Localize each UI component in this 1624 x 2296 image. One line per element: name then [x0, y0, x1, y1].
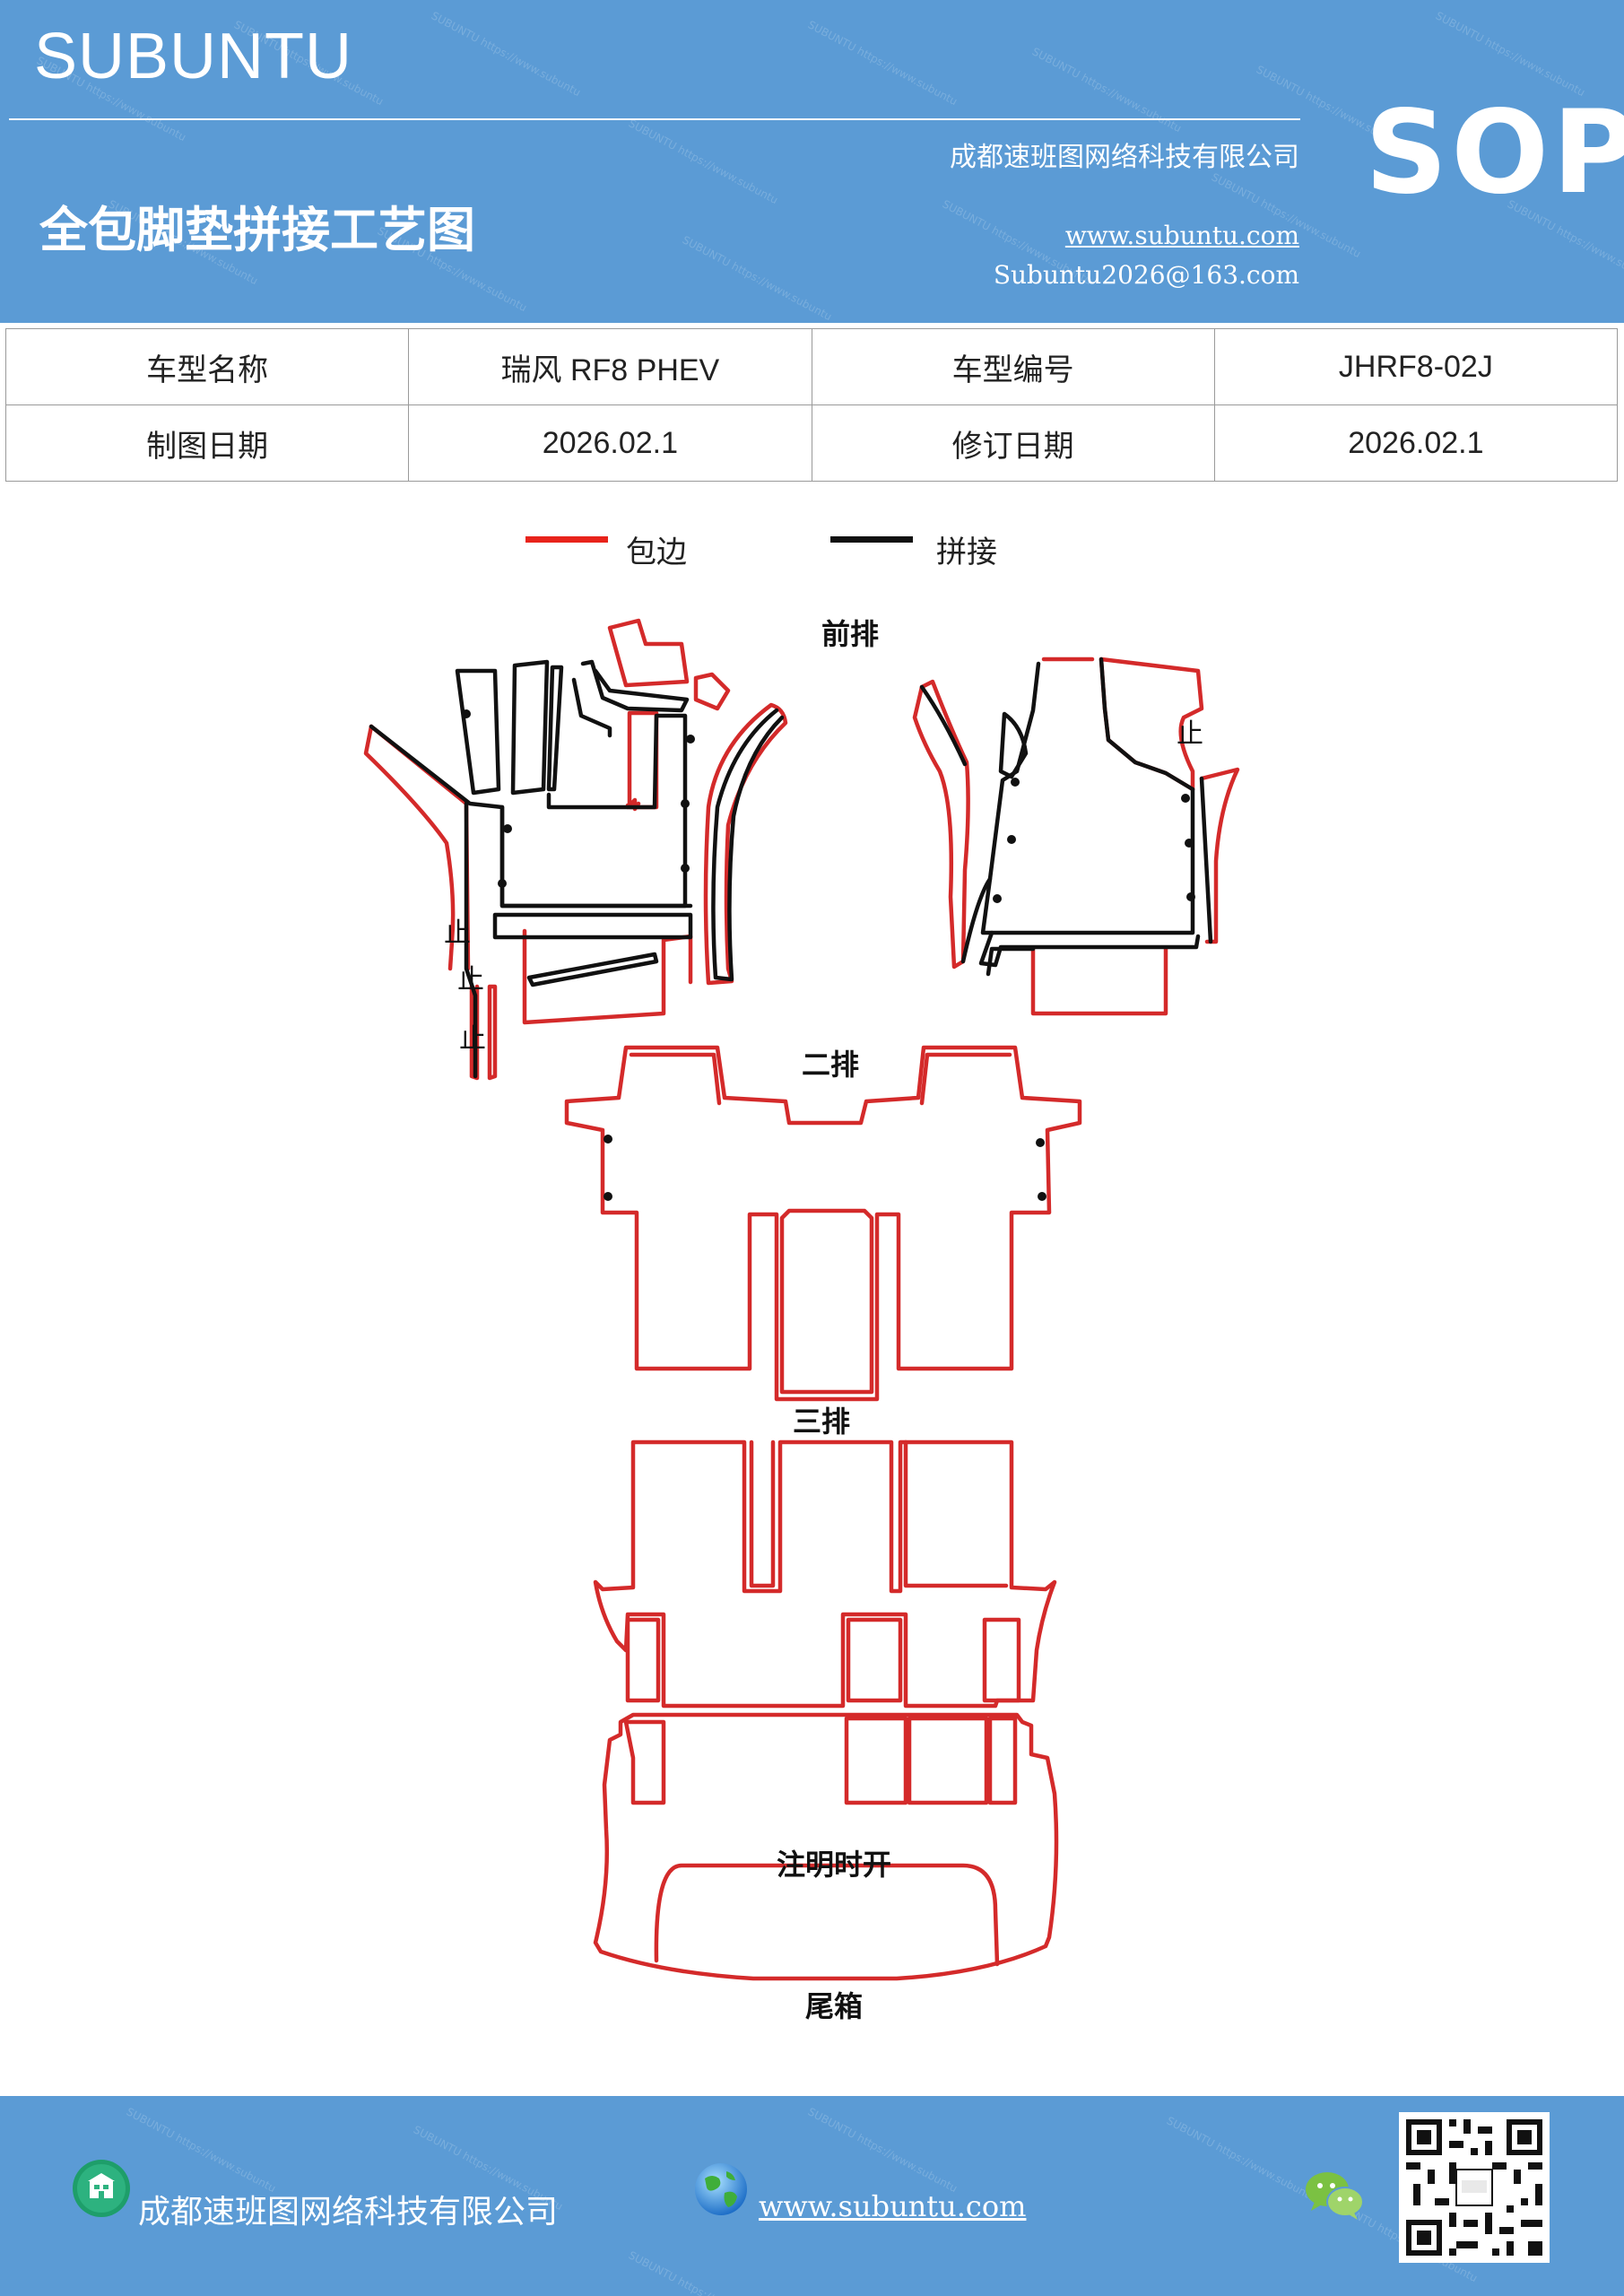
table-cell: 瑞风 RF8 PHEV: [408, 328, 812, 405]
front-row-label: 前排: [821, 617, 879, 651]
table-row: 制图日期 2026.02.1 修订日期 2026.02.1: [4, 404, 1619, 482]
legend-splice-swatch: [830, 536, 913, 543]
note-label: 注明时开: [777, 1848, 891, 1882]
company-name: 成都速班图网络科技有限公司: [950, 142, 1299, 173]
third-row-label: 三排: [793, 1405, 850, 1439]
front-left-fastener-dots: [462, 709, 695, 888]
table-cell: 车型编号: [811, 328, 1215, 405]
legend-splice-label: 拼接: [936, 535, 997, 570]
sop-badge: SOP: [1365, 86, 1624, 220]
svg-text:SUBUNTU https://www.subuntu: SUBUNTU https://www.subuntu: [627, 2248, 780, 2296]
website-link[interactable]: www.subuntu.com: [1064, 221, 1299, 250]
vehicle-info-table: 车型名称 瑞风 RF8 PHEV 车型编号 JHRF8-02J 制图日期 202…: [4, 328, 1619, 482]
footer-company-name: 成都速班图网络科技有限公司: [138, 2194, 559, 2231]
table-row: 车型名称 瑞风 RF8 PHEV 车型编号 JHRF8-02J: [4, 328, 1619, 405]
globe-icon: [695, 2163, 747, 2215]
svg-text:SUBUNTU https://www.subuntu: SUBUNTU https://www.subuntu: [1165, 2114, 1318, 2204]
footer-website-link[interactable]: www.subuntu.com: [759, 2189, 1027, 2223]
floor-mat-diagram: 止 止 止 止 前排 二排 三排 注明时开 尾箱: [363, 617, 1240, 2023]
trunk-label: 尾箱: [805, 1989, 863, 2023]
document-title: 全包脚垫拼接工艺图: [39, 201, 475, 258]
stop-mark: 止: [457, 964, 484, 996]
svg-text:SUBUNTU https://www.subuntu: SUBUNTU https://www.subuntu: [806, 2105, 960, 2195]
legend-binding-swatch: [525, 536, 608, 543]
front-right-fastener-dots: [993, 778, 1195, 903]
qr-code-image[interactable]: [1399, 2112, 1550, 2263]
table-cell: 2026.02.1: [408, 404, 812, 482]
second-row-label: 二排: [802, 1048, 859, 1082]
header-divider: [9, 118, 1300, 120]
third-row-mat: [593, 1439, 1057, 1709]
legend-binding-label: 包边: [626, 535, 687, 570]
wechat-icon: [1306, 2172, 1364, 2220]
stop-mark: 止: [444, 918, 471, 949]
front-left-mat-group: [363, 618, 788, 1081]
brand-name: SUBUNTU: [34, 21, 353, 92]
table-cell: 2026.02.1: [1213, 404, 1619, 482]
second-row-mat: [564, 1045, 1082, 1402]
front-right-mat-group: [912, 657, 1240, 1016]
stop-mark: 止: [459, 1023, 486, 1055]
trunk-mat: [593, 1712, 1059, 1981]
svg-text:SUBUNTU https://www.subuntu: SUBUNTU https://www.subuntu: [125, 2105, 278, 2195]
table-cell: 制图日期: [4, 404, 410, 482]
table-cell: 修订日期: [811, 404, 1215, 482]
table-cell: JHRF8-02J: [1213, 328, 1619, 405]
email-address: Subuntu2026@163.com: [993, 260, 1299, 290]
building-icon: [73, 2160, 130, 2217]
second-row-fastener-dots: [604, 1135, 1046, 1201]
footer-banner: SUBUNTU https://www.subuntu SUBUNTU http…: [0, 2096, 1624, 2296]
stop-mark: 止: [1177, 718, 1203, 750]
